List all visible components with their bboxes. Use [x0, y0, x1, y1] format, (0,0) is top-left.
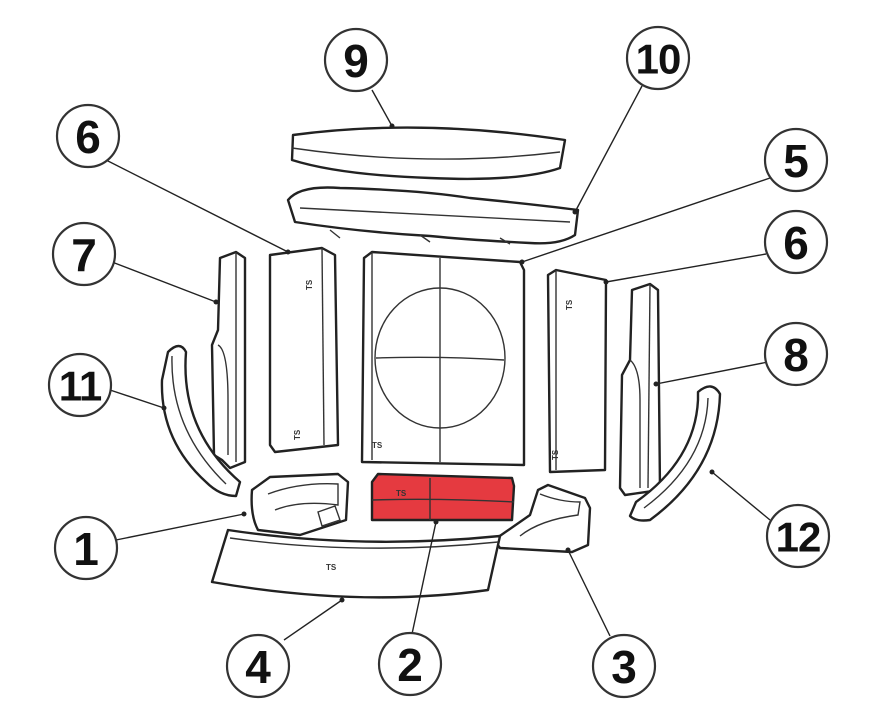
svg-text:TS: TS [372, 441, 383, 450]
callout-3: 3 [565, 547, 657, 699]
part-8-right-tall-piece[interactable] [618, 282, 662, 497]
svg-text:TS: TS [396, 489, 407, 498]
callout-10-label: 10 [636, 36, 681, 83]
callout-12: 12 [709, 469, 831, 569]
part-2-front-bottom-bar[interactable]: TS [370, 472, 516, 522]
callout-6-left-label: 6 [75, 111, 101, 163]
part-6-left-side-brick[interactable]: TS TS [268, 246, 340, 454]
callout-1: 1 [53, 511, 247, 581]
callout-8-label: 8 [783, 329, 809, 381]
callout-9-label: 9 [343, 35, 369, 87]
callout-5-label: 5 [783, 135, 809, 187]
callout-9: 9 [323, 27, 395, 129]
part-11-left-curved-liner[interactable] [160, 344, 242, 498]
callout-5: 5 [519, 127, 829, 265]
callout-1-label: 1 [73, 523, 99, 575]
part-12-right-curved-liner[interactable] [628, 385, 722, 522]
part-4-front-curved-plate[interactable]: TS [210, 528, 502, 599]
callout-6-left: 6 [55, 103, 291, 255]
part-1-left-bottom-corner[interactable] [250, 472, 350, 537]
callout-4: 4 [225, 597, 345, 699]
callout-11: 11 [47, 352, 167, 418]
svg-text:TS: TS [326, 563, 337, 572]
part-5-back-wall[interactable]: TS [360, 250, 526, 467]
callout-2-label: 2 [397, 639, 423, 691]
part-6-right-side-brick[interactable]: TS TS [546, 268, 608, 474]
callout-7-label: 7 [71, 229, 97, 281]
callout-4-label: 4 [245, 641, 271, 693]
part-7-left-tall-piece[interactable] [210, 250, 247, 470]
callout-6-right-label: 6 [783, 217, 809, 269]
callout-10: 10 [572, 25, 691, 215]
callout-11-label: 11 [59, 363, 102, 410]
callout-6-right: 6 [603, 209, 829, 285]
part-10-baffle-plate[interactable] [286, 186, 580, 245]
part-9-top-plate[interactable] [290, 126, 567, 181]
callout-8: 8 [653, 321, 829, 387]
svg-text:TS: TS [565, 299, 574, 310]
part-3-right-bottom-corner[interactable] [492, 483, 592, 554]
svg-text:TS: TS [305, 279, 314, 290]
callout-2: 2 [377, 519, 443, 697]
svg-text:TS: TS [551, 449, 560, 460]
callout-12-label: 12 [776, 514, 821, 561]
callout-3-label: 3 [611, 641, 637, 693]
callout-7: 7 [51, 221, 219, 305]
svg-text:TS: TS [293, 429, 302, 440]
